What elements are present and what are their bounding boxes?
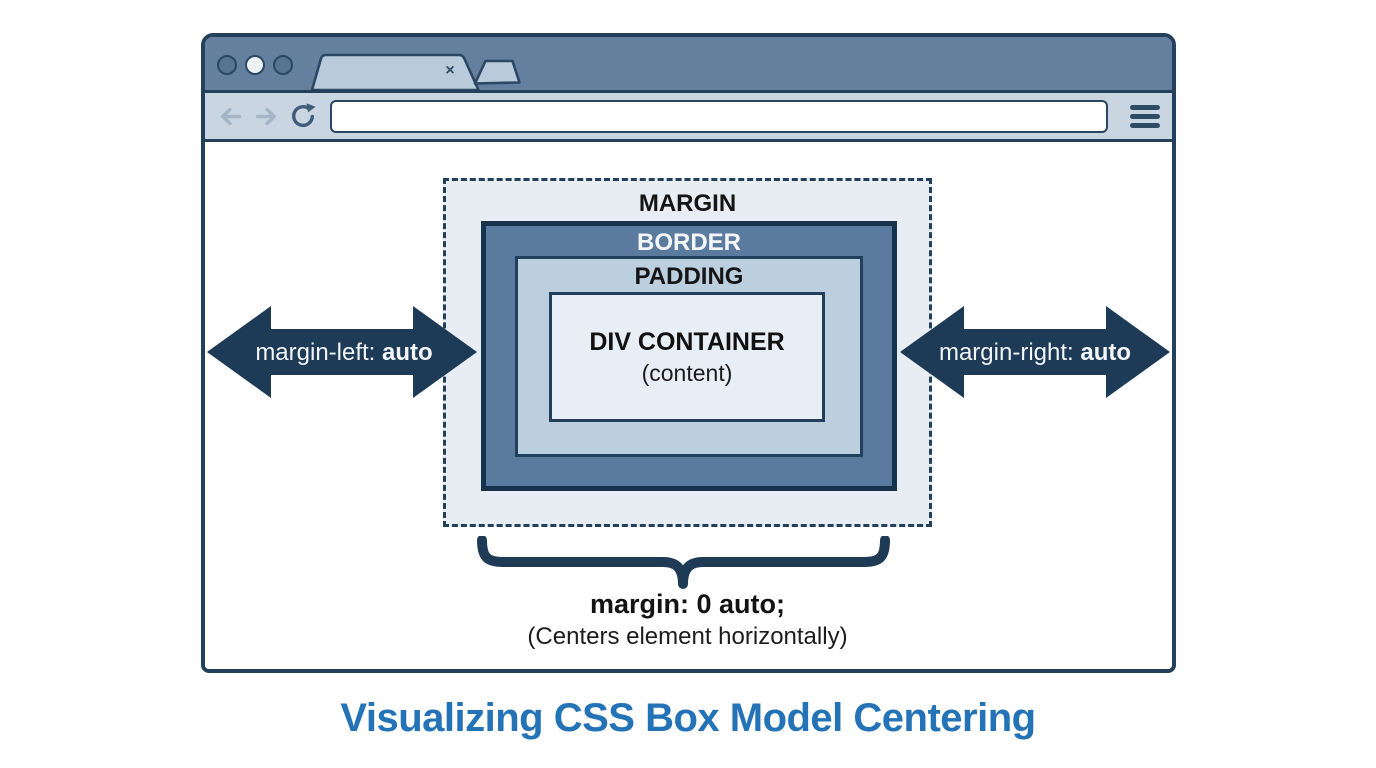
hamburger-menu-icon[interactable]	[1130, 104, 1160, 128]
back-arrow-icon[interactable]	[217, 103, 244, 130]
tab-strip-graphics	[310, 53, 521, 90]
page-title: Visualizing CSS Box Model Centering	[340, 696, 1036, 740]
curly-brace	[477, 536, 890, 589]
caption: margin: 0 auto; (Centers element horizon…	[443, 589, 932, 651]
margin-left-arrow: margin-left: auto	[207, 306, 477, 398]
window-control-dot-1[interactable]	[217, 55, 237, 75]
refresh-icon[interactable]	[289, 102, 317, 130]
margin-right-arrow: margin-right: auto	[900, 306, 1170, 398]
browser-window: × MARGIN BORDER PADDING DIV CONTAINER	[201, 33, 1176, 673]
browser-navbar	[205, 90, 1172, 142]
browser-topbar: ×	[205, 37, 1172, 90]
margin-left-arrow-label: margin-left: auto	[255, 339, 432, 366]
window-control-dot-3[interactable]	[273, 55, 293, 75]
browser-viewport: MARGIN BORDER PADDING DIV CONTAINER (con…	[205, 142, 1172, 669]
content-title: DIV CONTAINER	[589, 327, 785, 356]
tab-close-icon[interactable]: ×	[445, 62, 455, 79]
margin-right-arrow-label: margin-right: auto	[939, 339, 1131, 366]
border-label: BORDER	[636, 229, 741, 256]
content-box: DIV CONTAINER (content)	[549, 292, 825, 422]
window-controls	[217, 55, 293, 75]
window-control-dot-2[interactable]	[245, 55, 265, 75]
new-tab-icon[interactable]	[473, 59, 521, 85]
content-subtitle: (content)	[641, 359, 733, 386]
caption-note: (Centers element horizontally)	[527, 623, 848, 650]
margin-label: MARGIN	[638, 190, 737, 217]
browser-tab[interactable]	[310, 53, 480, 90]
url-input[interactable]	[330, 99, 1108, 133]
forward-arrow-icon[interactable]	[253, 103, 280, 130]
caption-code: margin: 0 auto;	[589, 589, 785, 619]
padding-label: PADDING	[634, 263, 744, 290]
